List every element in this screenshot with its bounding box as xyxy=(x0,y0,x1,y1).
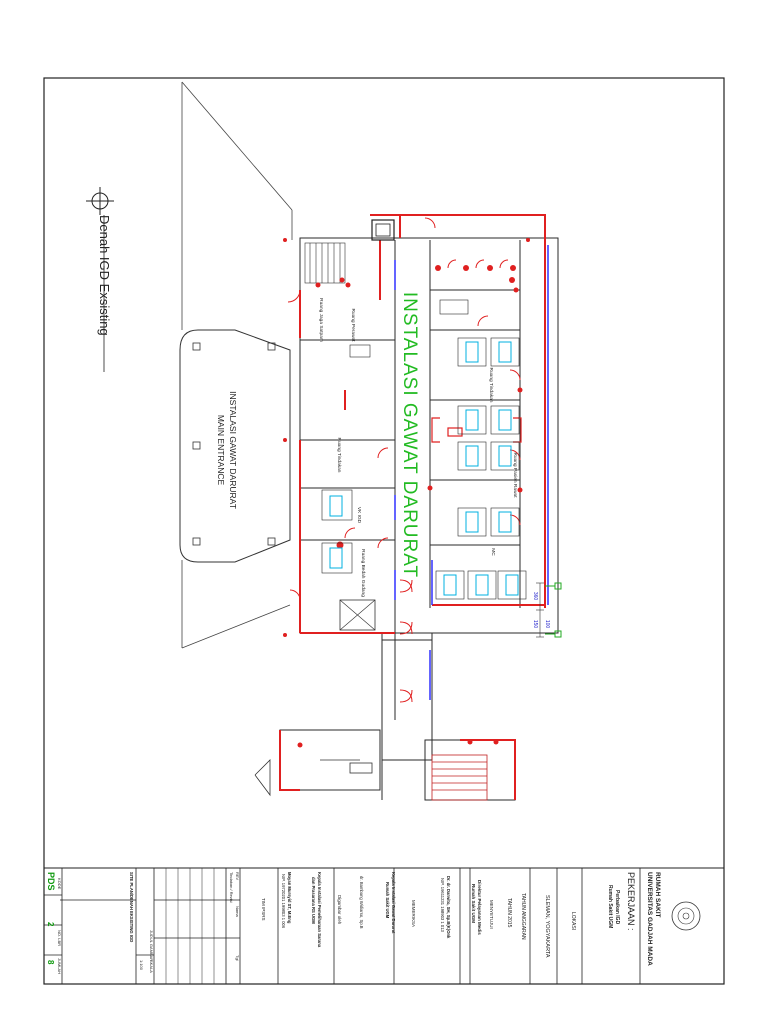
column-marker xyxy=(192,537,201,546)
bed xyxy=(498,409,512,431)
partitions xyxy=(394,245,549,700)
sheet-no-value: 2 xyxy=(46,922,55,927)
room-label: MC xyxy=(490,548,496,556)
drawn-heading: Digambar oleh xyxy=(337,895,342,925)
revision-col2: Tgl xyxy=(235,955,240,961)
year-heading: TAHUN ANGGARAN xyxy=(520,893,526,940)
bed xyxy=(443,574,457,596)
checked-line1: Kepala Instalasi Gawat Darurat xyxy=(391,872,396,934)
drawing-title-text: Denah IGD Exsisting xyxy=(97,215,112,336)
approved-nip: NIP. 19611231 198903 1 013 xyxy=(440,878,445,933)
dimension-label: 150 xyxy=(532,620,538,629)
drawn-line2: dan Prasarana RS UGM xyxy=(311,877,316,924)
bed xyxy=(498,445,512,467)
approved-heading: MENYETUJUI xyxy=(489,900,494,929)
checked-heading: MEMERIKSA xyxy=(411,900,416,927)
code-value: PDS xyxy=(46,872,56,891)
room-label: Ruang Jaga Satpam xyxy=(318,298,324,342)
bed xyxy=(498,511,512,533)
university-seal xyxy=(671,901,701,931)
revision-heading: REV xyxy=(235,872,240,881)
dimension-label: 100 xyxy=(544,620,550,629)
room-label: Ruang Tindakan xyxy=(488,368,494,403)
sheet-total-value: 8 xyxy=(46,960,55,965)
project-heading: PEKERJAAN : xyxy=(626,872,636,931)
drawn-name: Moyan Mursyid ST, M.Eng xyxy=(287,872,292,924)
room-label: Ruang Bedah Gudang xyxy=(360,549,366,597)
patient-beds xyxy=(329,341,519,596)
bed xyxy=(465,445,479,467)
year-value: TAHUN 2015 xyxy=(506,898,512,928)
checked-name: dr. Bambang Widiarso, Sp.B xyxy=(359,876,364,929)
location-heading: LOKASI xyxy=(570,912,576,930)
project-line2: Rumah Sakit UGM xyxy=(607,885,613,928)
approved-line1: Direktur Pelayanan Medis xyxy=(477,880,482,935)
drop-off-island xyxy=(179,329,291,563)
sheet-border xyxy=(43,77,725,985)
sheet-total-heading: JUMLAH xyxy=(57,958,62,974)
title-block: RUMAH SAKIT UNIVERSITAS GADJAH MADA PEKE… xyxy=(43,867,725,985)
location-value: SLEMAN, YOGYAKARTA xyxy=(544,895,550,958)
column-marker xyxy=(267,342,276,351)
dimension-markers xyxy=(545,582,562,638)
room-label: Ruang Perawat xyxy=(350,308,356,342)
main-entrance-sub-label: INSTALASI GAWAT DARURAT xyxy=(228,391,238,509)
scale-heading: SKALA xyxy=(149,960,154,973)
floor-plan: MAIN ENTRANCE INSTALASI GAWAT DARURAT xyxy=(179,81,562,801)
room-label: Ruang Tindakan xyxy=(336,438,342,473)
bed xyxy=(465,511,479,533)
drawing-name-heading: JUDUL GAMBAR xyxy=(149,930,154,961)
team-label: TIM IPSRS xyxy=(261,898,266,921)
room-labels: Ruang Jaga Satpam Ruang Perawat Ruang Ti… xyxy=(318,298,518,597)
checked-line2: Rumah Sakit UGM xyxy=(385,882,390,919)
department-label: INSTALASI GAWAT DARURAT xyxy=(399,292,420,578)
bed xyxy=(465,341,479,363)
drawing-name-value: SITE PLAN/DENAH EKSISTING IGD xyxy=(129,872,134,942)
entrance-canopy xyxy=(181,81,293,649)
institution-line2: UNIVERSITAS GADJAH MADA xyxy=(646,872,653,966)
room-label: Ruang Pasien Rawat xyxy=(512,452,518,498)
bed xyxy=(505,574,519,596)
annex xyxy=(254,759,380,797)
drawn-nip: NIP. 19720201 199803 1 006 xyxy=(281,874,286,929)
bed xyxy=(498,341,512,363)
code-heading: KODE xyxy=(57,878,62,890)
revision-row1: Tindakan / Revisi xyxy=(229,872,234,903)
door-swings xyxy=(287,217,521,703)
approved-name: Dr. dr. Darwito, SH, Sp.B(K)Onk xyxy=(446,876,451,939)
stair-block-bottom xyxy=(431,754,488,801)
room-label: VK IGD xyxy=(356,507,362,524)
sheet-no-heading: NO. LBR xyxy=(57,930,62,946)
fixtures xyxy=(283,238,530,748)
stair-block-top xyxy=(304,242,346,284)
column-marker xyxy=(192,441,201,450)
renovation-walls xyxy=(279,214,546,800)
bed xyxy=(329,547,343,569)
drawing-title: Denah IGD Exsisting xyxy=(86,187,114,372)
column-marker xyxy=(267,537,276,546)
bed xyxy=(465,409,479,431)
approved-line2: Rumah Sakit UGM xyxy=(471,884,476,923)
dimension-label: 360 xyxy=(532,592,538,601)
column-marker xyxy=(192,342,201,351)
shaft-box xyxy=(371,219,395,241)
elevator-shaft xyxy=(339,599,376,631)
bed xyxy=(475,574,489,596)
main-entrance-label: MAIN ENTRANCE xyxy=(216,415,226,486)
drawn-line1: Kepala Instalasi Pemeliharaan Sarana xyxy=(317,872,322,948)
project-line1: Perbaikan IGD xyxy=(614,890,620,925)
institution-line1: RUMAH SAKIT xyxy=(654,872,661,918)
bed xyxy=(329,495,343,517)
scale-value: 1:100 xyxy=(139,960,144,971)
revision-col3: Nama xyxy=(235,906,240,917)
